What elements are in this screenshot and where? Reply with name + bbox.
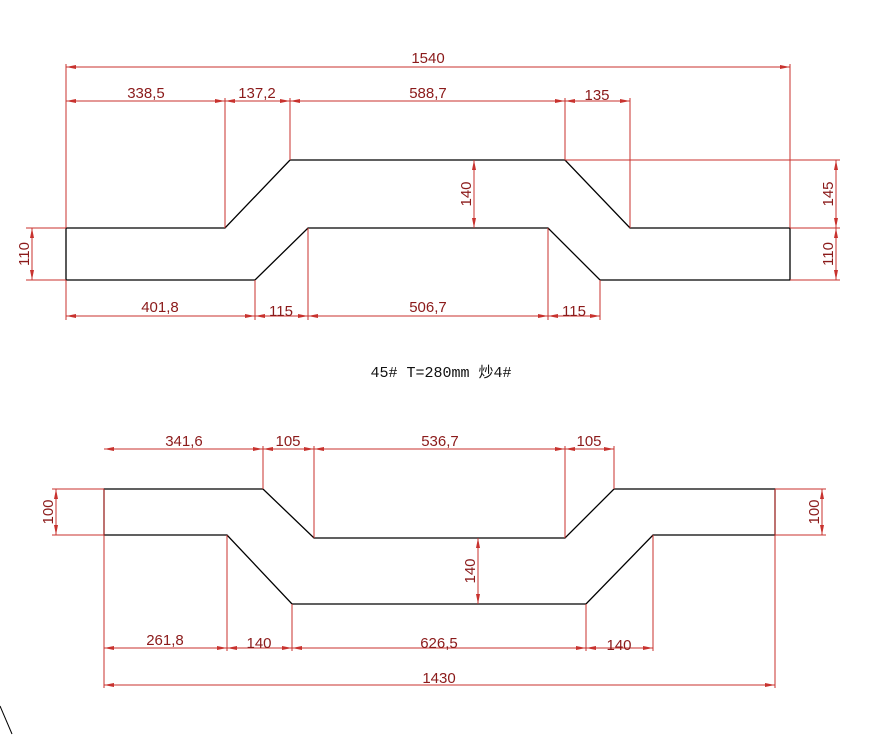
top-lower-segment-3: 506,7	[409, 299, 447, 316]
bottom-dim-verticals: 100 140 100	[40, 489, 824, 604]
top-right-rise-label: 145	[820, 181, 837, 206]
bottom-upper-segment-3: 536,7	[421, 433, 459, 450]
top-lower-segment-4: 115	[562, 303, 586, 320]
top-lower-segment-1: 401,8	[141, 299, 179, 316]
bottom-dim-lower-chain: 261,8 140 626,5 140	[104, 632, 653, 654]
stray-cursor-mark	[0, 705, 13, 735]
top-lower-segment-2: 115	[269, 303, 293, 320]
bottom-lower-segment-3: 626,5	[420, 635, 458, 652]
top-right-height-label: 110	[820, 242, 837, 266]
top-dim-verticals: 110 140 145 110	[16, 160, 838, 280]
bottom-dim-total: 1430	[104, 670, 775, 687]
top-left-height-label: 110	[16, 242, 33, 266]
top-center-depth-label: 140	[458, 181, 475, 206]
bottom-upper-segment-1: 341,6	[165, 433, 203, 450]
top-dim-total: 1540	[66, 50, 790, 69]
bottom-lower-segment-2: 140	[246, 635, 271, 652]
top-dim-upper-chain: 338,5 137,2 588,7 135	[66, 85, 630, 104]
bottom-part: 341,6 105 536,7 105 261,8 140 626,5 140	[40, 433, 826, 688]
bottom-upper-segment-2: 105	[275, 433, 300, 450]
bottom-lower-segment-4: 140	[606, 637, 631, 654]
top-total-length-label: 1540	[411, 50, 444, 67]
top-upper-segment-1: 338,5	[127, 85, 165, 102]
top-part: 1540 338,5 137,2 588,7 135	[16, 50, 840, 320]
bottom-total-length-label: 1430	[422, 670, 455, 687]
drawing-caption: 45# T=280mm 炒4#	[370, 365, 511, 382]
top-part-outline	[65, 159, 791, 281]
top-upper-segment-2: 137,2	[238, 85, 276, 102]
bottom-extension-lines	[52, 446, 826, 688]
bottom-right-height-label: 100	[806, 499, 823, 524]
bottom-center-depth-label: 140	[462, 558, 479, 583]
bottom-lower-segment-1: 261,8	[146, 632, 184, 649]
bottom-left-height-label: 100	[40, 499, 57, 524]
top-upper-segment-3: 588,7	[409, 85, 447, 102]
bottom-upper-segment-4: 105	[576, 433, 601, 450]
top-dim-lower-chain: 401,8 115 506,7 115	[66, 299, 600, 320]
bottom-part-outline	[103, 488, 776, 605]
top-extension-lines	[26, 64, 840, 320]
bottom-dim-upper-chain: 341,6 105 536,7 105	[104, 433, 614, 451]
top-upper-segment-4: 135	[584, 87, 609, 104]
